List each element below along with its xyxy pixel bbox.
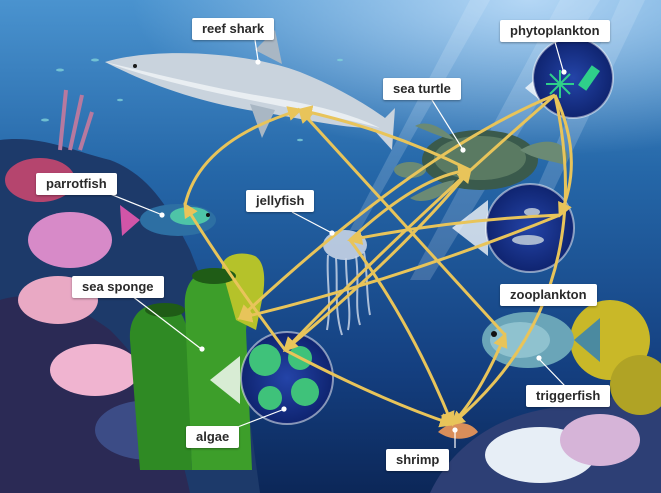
label-sea-turtle: sea turtle <box>383 78 461 100</box>
label-zooplankton: zooplankton <box>500 284 597 306</box>
label-triggerfish: triggerfish <box>526 385 610 407</box>
label-sea-sponge: sea sponge <box>72 276 164 298</box>
label-shrimp: shrimp <box>386 449 449 471</box>
label-algae: algae <box>186 426 239 448</box>
label-reef-shark: reef shark <box>192 18 274 40</box>
label-parrotfish: parrotfish <box>36 173 117 195</box>
label-jellyfish: jellyfish <box>246 190 314 212</box>
label-phytoplankton: phytoplankton <box>500 20 610 42</box>
